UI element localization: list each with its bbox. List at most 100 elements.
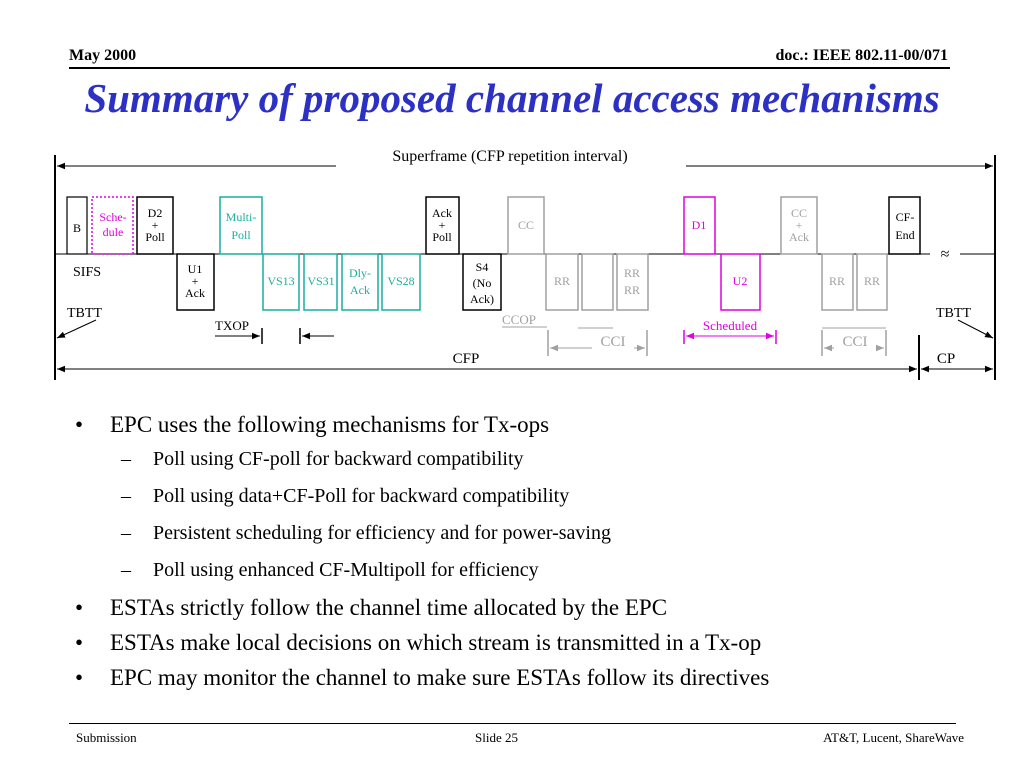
bullet-text: ESTAs strictly follow the channel time a…	[110, 595, 668, 620]
rr-frame-2	[581, 253, 614, 311]
u2-frame: U2	[720, 253, 761, 311]
rr-frame-1: RR	[545, 253, 579, 311]
svg-text:CC: CC	[791, 206, 807, 220]
bullet-marker: •	[75, 665, 84, 690]
cfp-label: CFP	[453, 351, 480, 367]
tbtt-left-arrow	[56, 319, 97, 339]
vs31-frame: VS31	[303, 253, 338, 311]
svg-text:CC: CC	[518, 218, 534, 232]
s4-frame: S4 (No Ack)	[462, 253, 502, 311]
tbtt-right-arrow	[957, 319, 994, 339]
ack-poll-frame: Ack + Poll	[425, 196, 460, 255]
timeline-break-mark: ≈	[941, 246, 950, 263]
svg-text:Poll: Poll	[231, 228, 251, 242]
sub-bullet-text: Persistent scheduling for efficiency and…	[153, 522, 611, 544]
cp-label: CP	[937, 351, 955, 367]
svg-text:Ack): Ack)	[470, 292, 494, 306]
sub-bullet-item: –Poll using enhanced CF-Multipoll for ef…	[75, 552, 975, 589]
tbtt-right-label: TBTT	[936, 306, 971, 321]
sub-bullet-marker: –	[121, 559, 131, 581]
sub-bullet-item: –Poll using CF-poll for backward compati…	[75, 441, 975, 478]
d2-poll-frame: D2 + Poll	[136, 196, 174, 255]
svg-text:U1: U1	[188, 262, 203, 276]
sub-bullet-item: –Poll using data+CF-Poll for backward co…	[75, 478, 975, 515]
bullet-text: ESTAs make local decisions on which stre…	[110, 630, 762, 655]
rr-frame-5: RR	[856, 253, 888, 311]
svg-text:Ack: Ack	[432, 206, 452, 220]
bullet-marker: •	[75, 630, 84, 655]
d1-frame: D1	[683, 196, 716, 255]
svg-text:U2: U2	[733, 274, 748, 288]
superframe-label: Superframe (CFP repetition interval)	[392, 148, 627, 165]
footer-rule	[69, 723, 956, 724]
bullet-text: EPC uses the following mechanisms for Tx…	[110, 412, 550, 437]
svg-text:VS28: VS28	[387, 274, 414, 288]
slide-title: Summary of proposed channel access mecha…	[84, 75, 940, 121]
sub-bullet-text: Poll using data+CF-Poll for backward com…	[153, 485, 570, 507]
svg-text:CF-: CF-	[896, 210, 915, 224]
svg-text:+: +	[796, 218, 803, 232]
bullet-marker: •	[75, 595, 84, 620]
svg-text:Ack: Ack	[350, 283, 370, 297]
svg-text:+: +	[152, 218, 159, 232]
svg-text:D1: D1	[692, 218, 707, 232]
bullet-item: • EPC uses the following mechanisms for T…	[75, 408, 975, 441]
multipoll-frame: Multi- Poll	[219, 196, 263, 255]
svg-text:End: End	[895, 228, 914, 242]
sub-bullet-item: –Persistent scheduling for efficiency an…	[75, 515, 975, 552]
svg-text:Ack: Ack	[185, 286, 205, 300]
svg-text:(No: (No	[473, 276, 492, 290]
vs28-frame: VS28	[381, 253, 421, 311]
vs13-frame: VS13	[262, 253, 300, 311]
svg-text:Ack: Ack	[789, 230, 809, 244]
bullet-item: • ESTAs make local decisions on which str…	[75, 626, 975, 659]
bullet-marker: •	[75, 412, 84, 437]
svg-text:S4: S4	[476, 260, 489, 274]
svg-text:D2: D2	[148, 206, 163, 220]
svg-text:Dly-: Dly-	[349, 266, 371, 280]
header-rule	[69, 67, 950, 69]
header-date: May 2000	[69, 47, 137, 64]
svg-text:Sche-: Sche-	[99, 210, 126, 224]
scheduled-label: Scheduled	[703, 318, 758, 333]
cc-frame: CC	[507, 196, 545, 255]
svg-text:RR: RR	[624, 266, 640, 280]
footer-authors: AT&T, Lucent, ShareWave	[823, 730, 964, 745]
ccop-label: CCOP	[502, 312, 536, 327]
sub-bullet-text: Poll using CF-poll for backward compatib…	[153, 448, 524, 470]
svg-text:RR: RR	[554, 274, 570, 288]
bullet-item: • EPC may monitor the channel to make sur…	[75, 661, 975, 694]
cf-end-frame: CF- End	[888, 196, 921, 255]
header-doc-id: doc.: IEEE 802.11-00/071	[775, 47, 948, 64]
bullet-text: EPC may monitor the channel to make sure…	[110, 665, 770, 690]
footer-submission: Submission	[76, 730, 137, 745]
footer-slide-number: Slide 25	[475, 730, 518, 745]
svg-text:Multi-: Multi-	[226, 210, 257, 224]
rr-frame-4: RR	[821, 253, 854, 311]
svg-text:VS13: VS13	[267, 274, 294, 288]
tbtt-left-label: TBTT	[67, 306, 102, 321]
sub-bullet-marker: –	[121, 485, 131, 507]
bullet-item: • ESTAs strictly follow the channel time …	[75, 591, 975, 624]
bullet-list: • EPC uses the following mechanisms for T…	[75, 408, 975, 694]
svg-text:Poll: Poll	[432, 230, 452, 244]
svg-text:dule: dule	[103, 225, 124, 239]
rr-frame-3: RR RR	[616, 253, 649, 311]
sub-bullet-marker: –	[121, 448, 131, 470]
dly-ack-frame: Dly- Ack	[341, 253, 379, 311]
sub-bullet-marker: –	[121, 522, 131, 544]
cc-ack-frame: CC + Ack	[780, 196, 818, 255]
cci-label-2: CCI	[842, 334, 867, 350]
txop-label: TXOP	[215, 318, 249, 333]
sifs-label: SIFS	[73, 265, 101, 280]
channel-access-timing-diagram: Superframe (CFP repetition interval) ≈ B…	[54, 147, 996, 380]
svg-text:RR: RR	[829, 274, 845, 288]
svg-text:+: +	[439, 218, 446, 232]
u1-ack-frame: U1 + Ack	[176, 253, 215, 311]
svg-text:RR: RR	[864, 274, 880, 288]
svg-text:Poll: Poll	[145, 230, 165, 244]
schedule-frame: Sche- dule	[91, 196, 134, 255]
svg-text:RR: RR	[624, 283, 640, 297]
svg-text:B: B	[73, 221, 81, 235]
cci-label-1: CCI	[600, 334, 625, 350]
